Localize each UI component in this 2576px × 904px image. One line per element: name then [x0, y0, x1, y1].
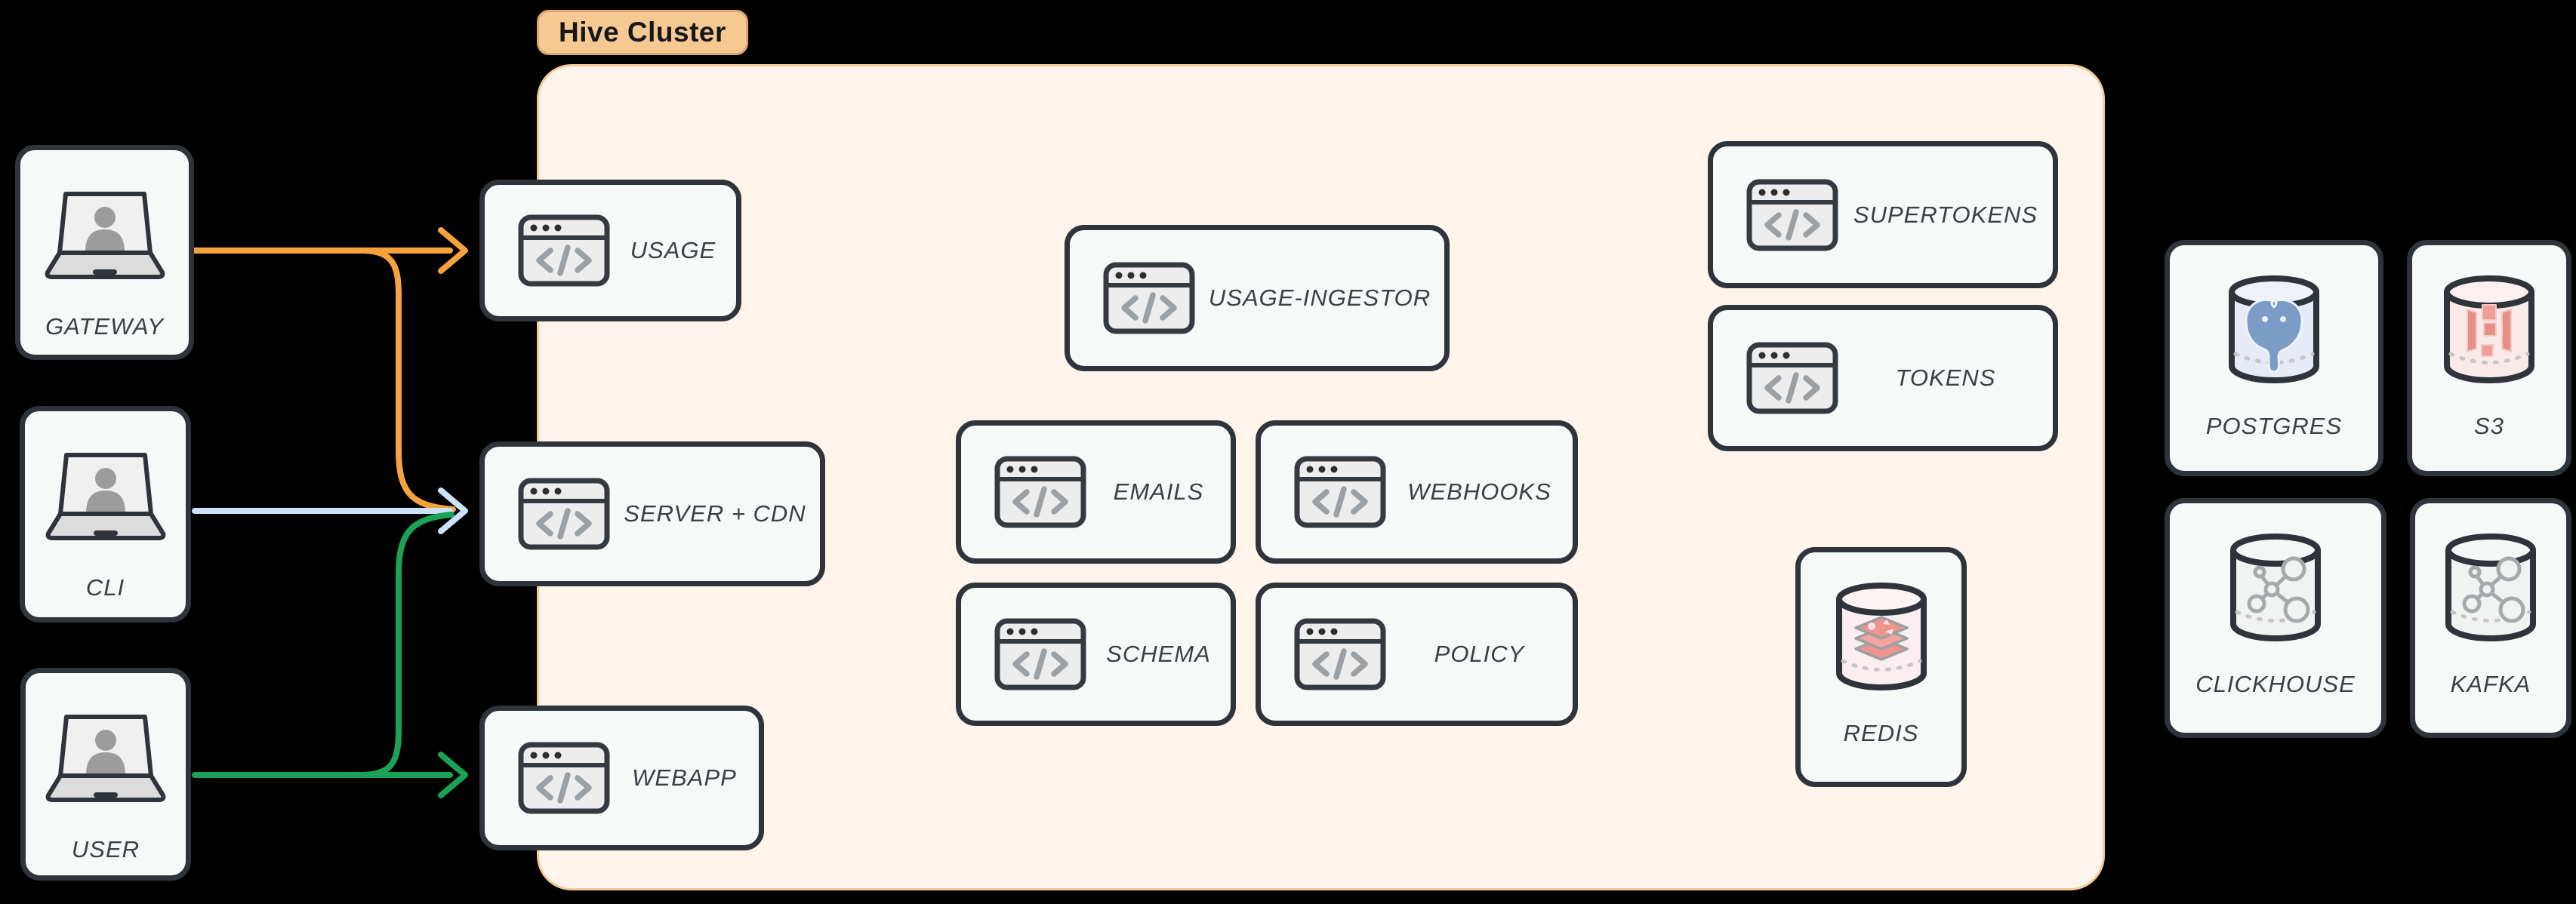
edge-user-to-server-cdn — [360, 512, 454, 778]
node-tokens: TOKENS — [1708, 305, 2058, 451]
browser-code-icon — [1746, 179, 1838, 251]
node-server-cdn: SERVER + CDN — [479, 441, 825, 586]
node-label: USER — [71, 836, 140, 862]
hive-cluster-badge: Hive Cluster — [537, 10, 748, 55]
browser-code-icon — [518, 478, 610, 550]
node-label: CLICKHOUSE — [2195, 671, 2356, 697]
browser-code-icon — [1294, 456, 1386, 528]
database-postgres-icon — [2229, 275, 2319, 383]
browser-code-icon — [1294, 618, 1386, 690]
node-label: USAGE-INGESTOR — [1208, 284, 1431, 311]
database-s3-icon — [2444, 275, 2534, 383]
node-webhooks: WEBHOOKS — [1256, 420, 1578, 564]
browser-code-icon — [518, 214, 610, 287]
node-label: SERVER + CDN — [624, 500, 806, 527]
node-redis: REDIS — [1795, 547, 1967, 787]
database-graph-icon — [2230, 533, 2321, 641]
node-label: POLICY — [1434, 641, 1525, 667]
node-webapp: WEBAPP — [479, 706, 764, 850]
arrowhead-server-cdn — [438, 487, 468, 534]
browser-code-icon — [518, 742, 610, 814]
edge-line — [360, 248, 456, 512]
edge-cli-to-server-cdn — [192, 487, 468, 534]
node-label: EMAILS — [1113, 478, 1204, 505]
node-label: REDIS — [1843, 720, 1919, 746]
edge-user-to-webapp — [192, 752, 468, 798]
node-label: WEBAPP — [632, 764, 737, 791]
laptop-user-icon — [45, 715, 166, 802]
node-label: CLI — [85, 574, 125, 601]
node-label: S3 — [2474, 413, 2504, 439]
database-graph-icon — [2445, 533, 2536, 641]
node-label: TOKENS — [1895, 364, 1996, 391]
node-label: GATEWAY — [45, 313, 164, 340]
node-label: SUPERTOKENS — [1853, 201, 2038, 228]
node-kafka: KAFKA — [2410, 498, 2571, 738]
database-redis-icon — [1835, 583, 1927, 690]
arrowhead-usage — [438, 227, 468, 274]
node-supertokens: SUPERTOKENS — [1708, 141, 2058, 288]
laptop-user-icon — [45, 453, 165, 540]
browser-code-icon — [1746, 342, 1838, 414]
node-schema: SCHEMA — [956, 583, 1236, 726]
arrowhead-webapp — [438, 752, 468, 798]
node-label: SCHEMA — [1106, 641, 1211, 667]
node-label: WEBHOOKS — [1407, 478, 1551, 505]
node-label: POSTGRES — [2205, 413, 2343, 439]
node-postgres: POSTGRES — [2165, 240, 2383, 476]
laptop-user-icon — [45, 192, 165, 279]
node-user: USER — [20, 668, 191, 881]
node-emails: EMAILS — [956, 420, 1236, 564]
browser-code-icon — [994, 618, 1086, 690]
browser-code-icon — [994, 456, 1086, 528]
node-s3: S3 — [2407, 240, 2571, 476]
node-policy: POLICY — [1256, 583, 1578, 726]
edge-line — [360, 512, 454, 778]
node-gateway: GATEWAY — [15, 145, 194, 360]
node-label: USAGE — [630, 237, 716, 263]
edge-gateway-to-server-cdn — [360, 248, 456, 512]
browser-code-icon — [1103, 262, 1195, 334]
node-usage: USAGE — [479, 180, 741, 321]
node-clickhouse: CLICKHOUSE — [2165, 498, 2386, 738]
node-label: KAFKA — [2450, 671, 2531, 697]
node-usage-ingestor: USAGE-INGESTOR — [1065, 225, 1450, 371]
node-cli: CLI — [20, 406, 191, 623]
edge-gateway-to-usage — [190, 227, 468, 274]
